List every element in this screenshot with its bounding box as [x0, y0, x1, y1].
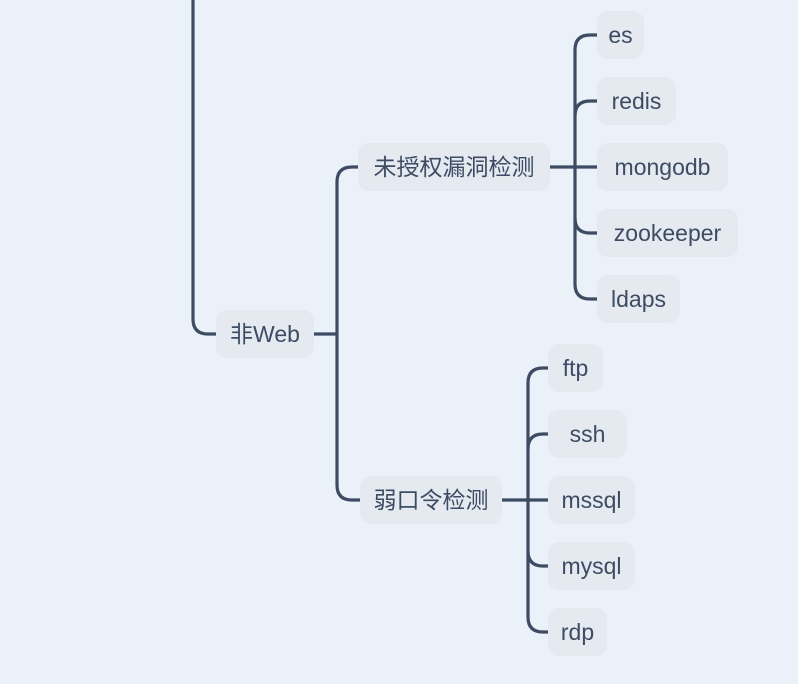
node-mongodb[interactable]: mongodb	[597, 143, 728, 191]
node-es[interactable]: es	[597, 11, 644, 59]
node-ftp[interactable]: ftp	[548, 344, 603, 392]
connector-zookeeper	[573, 216, 599, 235]
node-unauthorized-vuln-detection[interactable]: 未授权漏洞检测	[358, 143, 550, 191]
node-mysql[interactable]: mysql	[548, 542, 635, 590]
branch-trunk-level2	[335, 165, 362, 502]
node-mssql[interactable]: mssql	[548, 476, 635, 524]
node-zookeeper[interactable]: zookeeper	[597, 209, 738, 257]
connector-top-entry	[191, 0, 218, 336]
node-weak-password-detection[interactable]: 弱口令检测	[360, 476, 502, 524]
branch-trunk-weak-children	[526, 366, 550, 634]
branch-trunk-unauth-children	[573, 33, 599, 301]
node-ldaps[interactable]: ldaps	[597, 275, 680, 323]
node-non-web[interactable]: 非Web	[216, 310, 314, 358]
node-rdp[interactable]: rdp	[548, 608, 607, 656]
connector-ssh	[526, 432, 550, 451]
node-redis[interactable]: redis	[597, 77, 676, 125]
node-ssh[interactable]: ssh	[548, 410, 627, 458]
connector-redis	[573, 99, 599, 118]
connector-mysql	[526, 549, 550, 568]
